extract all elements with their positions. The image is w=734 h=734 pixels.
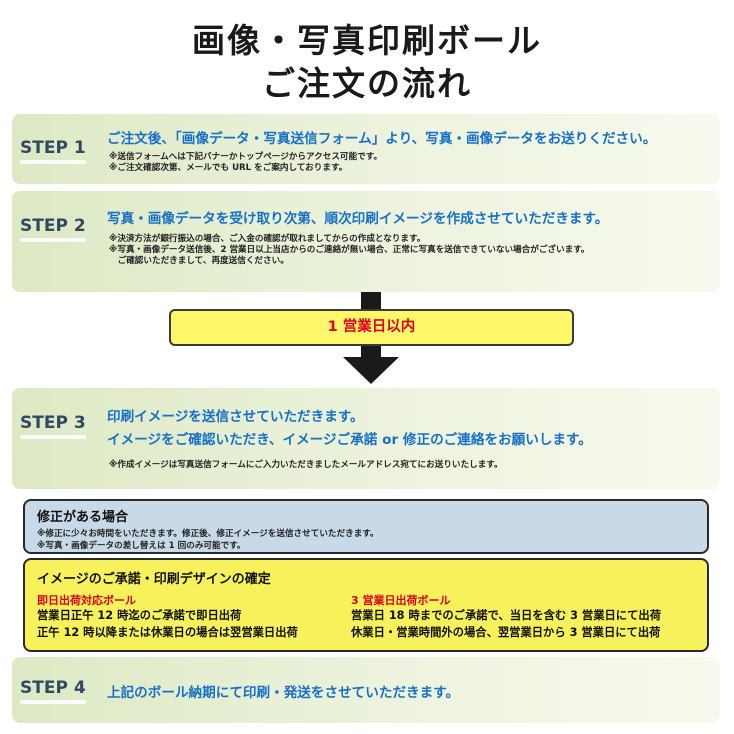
flow-arrow-shaft: [361, 346, 381, 358]
step-2-heading: 写真・画像データを受け取り次第、順次印刷イメージを作成させていただきます。: [107, 211, 609, 227]
step-3-panel: STEP 3 印刷イメージを送信させていただきます。 イメージをご確認いただき、…: [12, 388, 720, 489]
revision-title: 修正がある場合: [37, 510, 129, 525]
revision-note: ※写真・画像データの差し替えは 1 回のみ可能です。: [37, 541, 246, 551]
three-day-line: 休業日・営業時間外の場合、翌営業日から 3 営業日にて出荷: [351, 626, 661, 639]
step-2-panel: STEP 2 写真・画像データを受け取り次第、順次印刷イメージを作成させていただ…: [12, 191, 720, 292]
step-2-note: ご確認いただきまして、再度送信ください。: [109, 256, 289, 266]
step-1-panel: STEP 1 ご注文後、「画像データ・写真送信フォーム」より、写真・画像データを…: [12, 114, 720, 184]
flow-arrow-shaft: [361, 292, 381, 310]
step-1-heading: ご注文後、「画像データ・写真送信フォーム」より、写真・画像データをお送りください…: [107, 131, 657, 147]
step-3-heading: イメージをご確認いただき、イメージご承諾 or 修正のご連絡をお願いします。: [107, 432, 592, 448]
step-2-note: ※写真・画像データ送信後、2 営業日以上当店からのご連絡が無い場合、正常に写真を…: [109, 245, 590, 255]
step-3-note: ※作成イメージは写真送信フォームにご入力いただきましたメールアドレス宛てにお送り…: [109, 460, 503, 470]
step-3-label: STEP 3: [20, 413, 98, 439]
step-2-label: STEP 2: [20, 216, 98, 242]
same-day-line: 正午 12 時以降または休業日の場合は翌営業日出荷: [37, 626, 298, 639]
down-arrow-icon: [343, 357, 399, 384]
page-subtitle: ご注文の流れ: [262, 64, 472, 103]
revision-note: ※修正に少々お時間をいただきます。修正後、修正イメージを送信させていただきます。: [37, 529, 379, 539]
step-4-heading: 上記のボール納期にて印刷・発送をさせていただきます。: [107, 685, 460, 701]
confirmation-title: イメージのご承諾・印刷デザインの確定: [37, 572, 271, 587]
step-4-panel: STEP 4 上記のボール納期にて印刷・発送をさせていただきます。: [12, 657, 720, 723]
page-title: 画像・写真印刷ボール: [192, 21, 542, 60]
step-1-note: ※送信フォームへは下記バナーかトップページからアクセス可能です。: [109, 152, 383, 162]
turnaround-badge: 1 営業日以内: [169, 309, 574, 346]
three-day-line: 営業日 18 時までのご承諾で、当日を含む 3 営業日にて出荷: [351, 609, 661, 622]
step-3-heading: 印刷イメージを送信させていただきます。: [107, 409, 364, 425]
confirmation-box: イメージのご承諾・印刷デザインの確定 即日出荷対応ボール 営業日正午 12 時迄…: [23, 558, 709, 652]
revision-box: 修正がある場合 ※修正に少々お時間をいただきます。修正後、修正イメージを送信させ…: [23, 499, 709, 554]
step-2-note: ※決済方法が銀行振込の場合、ご入金の確認が取れましてからの作成となります。: [109, 234, 426, 244]
step-1-note: ※ご注文確認次第、メールでも URL をご案内しております。: [109, 163, 348, 173]
step-1-label: STEP 1: [20, 138, 98, 164]
same-day-line: 営業日正午 12 時迄のご承諾で即日出荷: [37, 609, 242, 622]
three-day-title: 3 営業日出荷ボール: [351, 594, 451, 607]
same-day-title: 即日出荷対応ボール: [37, 594, 136, 607]
step-4-label: STEP 4: [20, 678, 98, 704]
